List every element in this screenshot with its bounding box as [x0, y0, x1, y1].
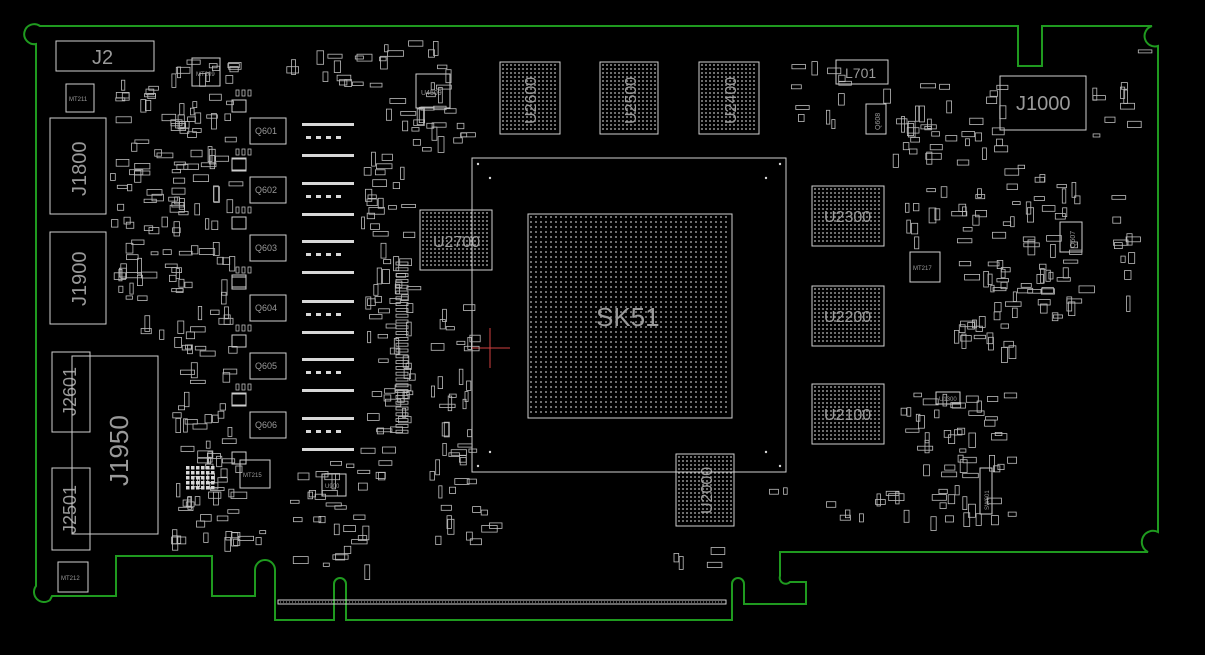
label-u1300: U1300	[939, 397, 957, 403]
chip-u2100	[811, 383, 885, 445]
mosfet-q605	[249, 352, 287, 380]
ic-u4509	[415, 73, 451, 109]
label-j2: J2	[92, 47, 113, 69]
label-l701: L701	[845, 65, 876, 81]
mount-mt215	[239, 459, 271, 489]
label-mt211: MT211	[69, 97, 88, 103]
gpu-package-outline	[471, 157, 787, 473]
connector-j1000	[999, 75, 1087, 131]
mount-mt211	[65, 83, 95, 113]
mosfet-q601	[249, 117, 287, 145]
label-q604: Q604	[255, 303, 277, 313]
label-mt212: MT212	[61, 576, 80, 582]
ic-u1300	[935, 391, 961, 405]
connector-j2	[55, 40, 155, 72]
label-sw601: SW601	[985, 490, 991, 510]
label-j2501: J2501	[60, 485, 80, 534]
mosfet-q602	[249, 176, 287, 204]
label-j1800: J1800	[69, 142, 91, 197]
connector-j1900	[49, 231, 107, 325]
label-u2000: U2000	[699, 467, 716, 514]
label-q606: Q606	[255, 420, 277, 430]
chip-u2200	[811, 285, 885, 347]
label-u2700: U2700	[433, 234, 480, 251]
label-u900: U900	[325, 484, 340, 490]
mount-mt212	[57, 561, 89, 593]
label-u2100: U2100	[824, 407, 871, 424]
label-q603: Q603	[255, 243, 277, 253]
label-mt215: MT215	[243, 473, 262, 479]
board-outline	[23, 23, 1159, 621]
ic-q607	[1059, 221, 1083, 253]
label-u2400: U2400	[723, 77, 740, 124]
label-u2500: U2500	[623, 77, 640, 124]
cursor-crosshair-icon	[472, 328, 510, 368]
label-j1000: J1000	[1016, 93, 1071, 115]
connector-j1800	[49, 117, 107, 215]
mosfet-q603	[249, 234, 287, 262]
gpu-die	[527, 213, 733, 419]
chip-u2600	[499, 61, 561, 135]
label-u2600: U2600	[523, 77, 540, 124]
label-q608: Q608	[875, 113, 882, 130]
connector-j2601	[51, 351, 91, 433]
label-j1900: J1900	[69, 252, 91, 307]
chip-u2500	[599, 61, 659, 135]
label-j2601: J2601	[60, 367, 80, 416]
label-u4509: U4509	[421, 90, 442, 97]
label-j1950: J1950	[104, 415, 134, 486]
chip-u2700	[419, 209, 493, 271]
chip-u2300	[811, 185, 885, 247]
label-q607: Q607	[1070, 231, 1077, 248]
passive-components	[110, 40, 1153, 580]
label-q605: Q605	[255, 361, 277, 371]
label-u2300: U2300	[824, 209, 871, 226]
mount-mt217	[909, 251, 941, 283]
chip-u2000	[675, 453, 735, 527]
label-u2200: U2200	[824, 309, 871, 326]
mosfet-q606	[249, 411, 287, 439]
edge-connector	[277, 599, 727, 605]
memory-chips	[419, 61, 885, 527]
label-mt217: MT217	[913, 266, 932, 272]
label-q602: Q602	[255, 185, 277, 195]
mosfet-q604	[249, 294, 287, 322]
connector-j2501	[51, 467, 91, 551]
ic-q608	[865, 103, 887, 135]
label-q601: Q601	[255, 126, 277, 136]
gpu-corner-marks	[476, 162, 782, 468]
label-gpu: SK51	[596, 302, 660, 332]
connector-j1950	[71, 355, 159, 535]
inductor-l701	[835, 59, 889, 85]
chip-u2400	[698, 61, 760, 135]
switch-sw601	[979, 467, 993, 515]
mount-mt209	[191, 57, 221, 87]
